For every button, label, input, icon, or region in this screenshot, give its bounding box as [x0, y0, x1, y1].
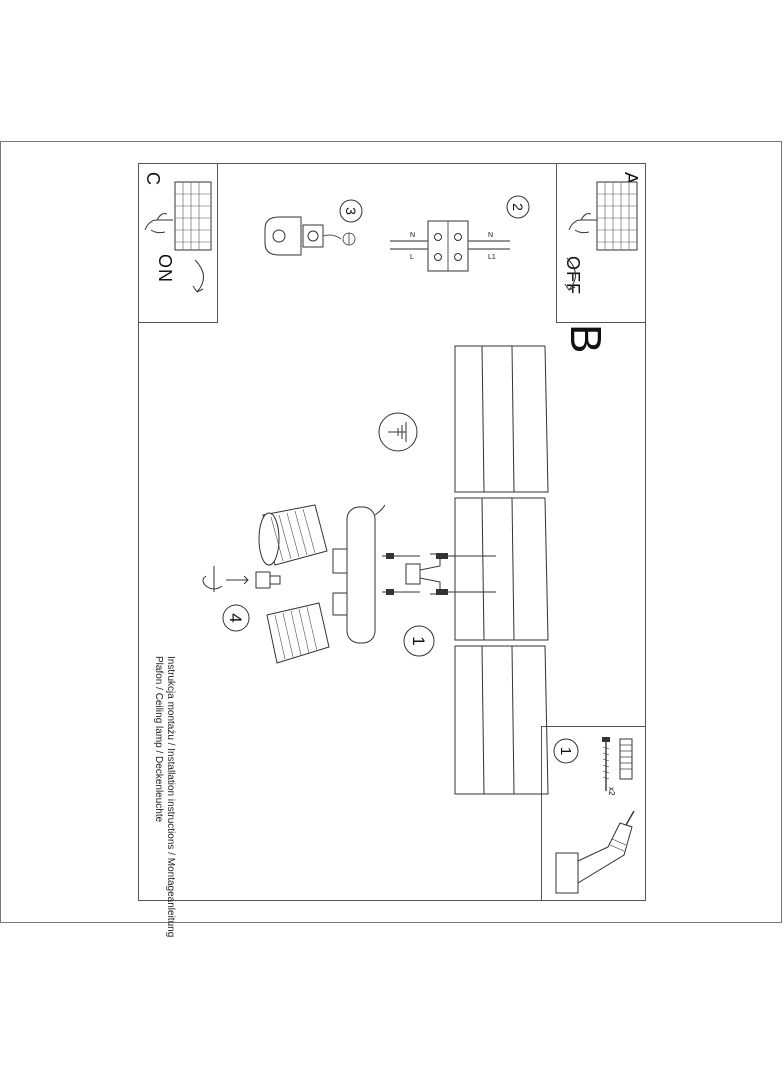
step-2-wiring-diagram: 2 N L N L1 — [390, 195, 530, 272]
step-1-panel-badge: 1 — [553, 738, 579, 764]
curved-arrow-icon — [192, 259, 204, 293]
quantity-label: x2 — [607, 787, 616, 796]
curved-arrow-icon — [564, 257, 576, 291]
step-3-ground-connection: 3 — [264, 199, 363, 256]
panel-c: C ON — [138, 163, 218, 323]
ceiling-panels — [454, 345, 549, 795]
drill-icon — [555, 810, 635, 894]
caption-line-2: Plafon / Ceiling lamp / Deckenleuchte — [153, 656, 164, 823]
step-2-number: 2 — [510, 203, 526, 211]
fuse-box-icon — [174, 181, 212, 251]
wire-l1-right: L1 — [488, 254, 496, 261]
wall-plug-icon — [619, 738, 633, 780]
ceiling-lamp-illustration — [258, 504, 385, 664]
hand-icon — [568, 213, 597, 234]
panel-drill: 1 x2 — [541, 726, 646, 901]
panel-c-switch-state: ON — [155, 254, 175, 283]
step-4-adjust: 4 — [202, 566, 281, 632]
document-caption: Instrukcja montażu / Installation instru… — [152, 656, 176, 937]
step-1-panel-number: 1 — [557, 747, 574, 755]
wire-l-left: L — [410, 254, 414, 261]
wire-n-right: N — [488, 232, 493, 239]
wire-n-left: N — [410, 232, 415, 239]
caption-line-1: Instrukcja montażu / Installation instru… — [165, 656, 176, 938]
diagram-frame — [138, 163, 646, 901]
step-1-badge: 1 — [403, 625, 435, 657]
screw-icon — [602, 737, 610, 791]
mounting-bracket — [382, 553, 496, 595]
section-b-label: B — [561, 324, 610, 354]
panel-a: A OFF — [556, 163, 646, 323]
rotate-arrow-icon — [202, 566, 223, 592]
panel-c-label: C — [143, 172, 163, 185]
step-1-number: 1 — [409, 636, 428, 645]
page-frame — [0, 141, 782, 923]
step-4-number: 4 — [226, 613, 245, 622]
ground-symbol-icon — [378, 412, 418, 452]
step-3-number: 3 — [343, 207, 359, 215]
hand-icon — [144, 213, 173, 234]
fuse-box-icon — [596, 181, 638, 251]
